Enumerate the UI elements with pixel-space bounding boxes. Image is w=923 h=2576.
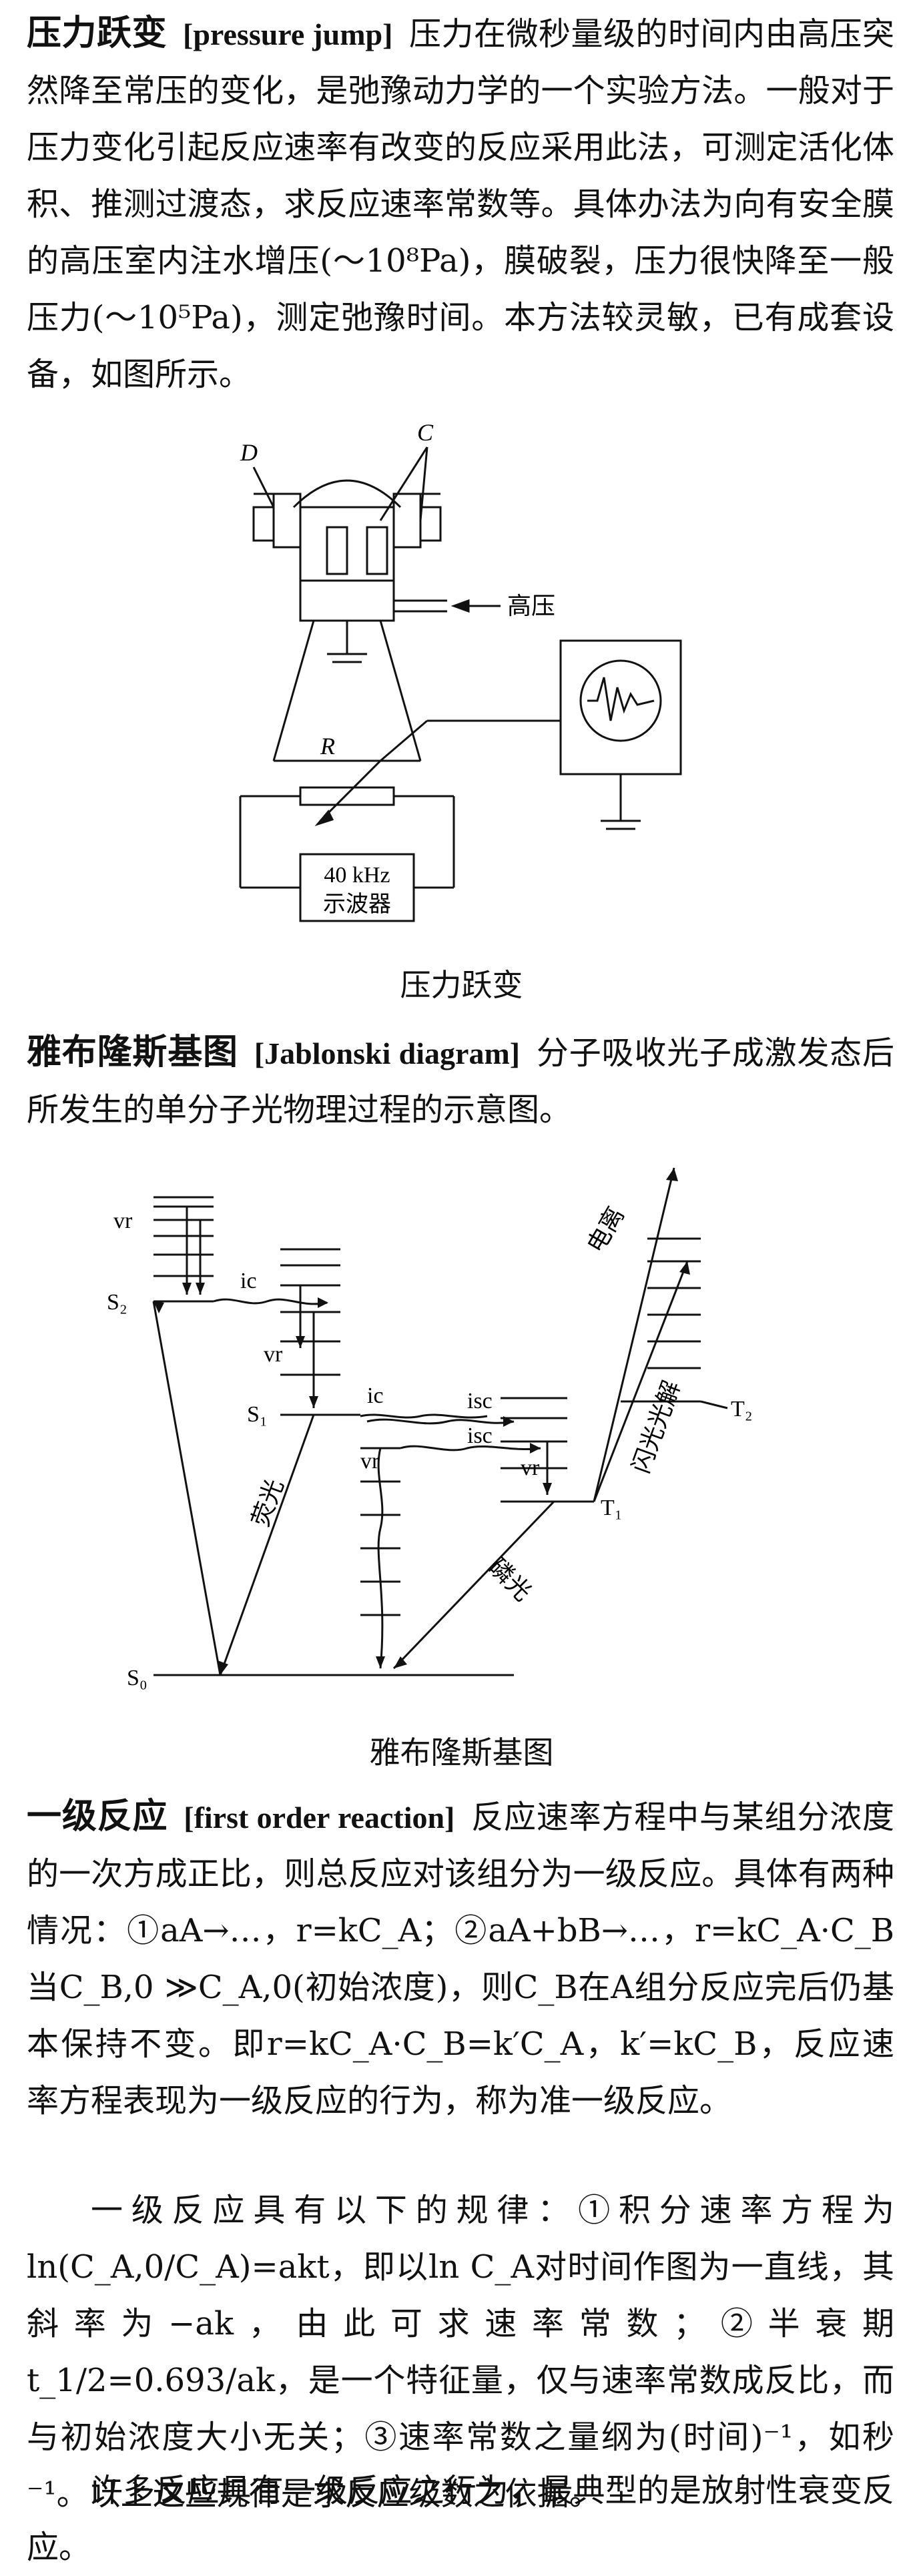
label-s2: S₂ — [107, 1290, 127, 1315]
entry-pressure-jump: 压力跃变 [pressure jump]压力在微秒量级的时间内由高压突然降至常压的… — [27, 5, 894, 403]
entry-english-term: [first order reaction] — [184, 1801, 455, 1835]
label-c: C — [417, 419, 434, 446]
entry-term: 压力跃变 — [27, 13, 168, 53]
entry-text: 压力在微秒量级的时间内由高压突然降至常压的变化，是弛豫动力学的一个实验方法。一般… — [27, 15, 894, 393]
entry-jablonski: 雅布隆斯基图 [Jablonski diagram]分子吸收光子成激发态后所发生的… — [27, 1024, 894, 1139]
entry-paragraph: 许多反应具有一级反应之行为，最典型的是放射性衰变反应。 — [27, 2472, 894, 2566]
label-s0: S₀ — [127, 1666, 147, 1690]
label-s1: S₁ — [247, 1402, 268, 1427]
label-t2: T₂ — [731, 1397, 753, 1421]
label-vr-3: vr — [360, 1449, 380, 1474]
entry-english-term: [Jablonski diagram] — [254, 1036, 521, 1070]
label-osc-line2: 示波器 — [323, 892, 391, 917]
entry-paragraph: 一级反应具有以下的规律：①积分速率方程为ln(C_A,0/C_A)=akt，即以… — [27, 2192, 894, 2513]
figure-caption-jablonski: 雅布隆斯基图 — [369, 1734, 554, 1770]
pressure-jump-figure: D C 高压 R 40 kHz 示波器 — [239, 419, 682, 922]
entry-text: 分子吸收光子成激发态后所发生的单分子光物理过程的示意图。 — [27, 1034, 894, 1129]
entry-first-order: 一级反应 [first order reaction]反应速率方程中与某组分浓度的… — [27, 1789, 894, 2130]
label-osc-line1: 40 kHz — [324, 863, 390, 888]
label-high-pressure: 高压 — [507, 593, 555, 619]
figure-caption-pressure-jump: 压力跃变 — [400, 967, 523, 1003]
label-vr-2: vr — [264, 1342, 283, 1367]
label-vr-1: vr — [113, 1209, 133, 1233]
label-ionization: 电离 — [582, 1203, 629, 1257]
entry-text: 反应速率方程中与某组分浓度的一次方成正比，则总反应对该组分为一级反应。具体有两种… — [27, 1799, 894, 2120]
label-phosphorescence: 磷光 — [483, 1553, 536, 1606]
entry-term: 雅布隆斯基图 — [27, 1032, 238, 1072]
label-ic-2: ic — [367, 1383, 384, 1408]
label-d: D — [240, 439, 258, 466]
label-ic-1: ic — [240, 1269, 257, 1293]
label-t1: T₁ — [601, 1496, 623, 1520]
jablonski-figure: vr S₂ ic vr S₁ ic isc isc vr vr T₁ T₂ S₀… — [107, 1167, 753, 1690]
entry-english-term: [pressure jump] — [183, 17, 393, 51]
label-isc-1: isc — [467, 1389, 493, 1413]
entry-term: 一级反应 — [27, 1797, 168, 1837]
label-vr-4: vr — [521, 1456, 540, 1480]
label-r: R — [320, 733, 335, 759]
label-isc-2: isc — [467, 1423, 493, 1448]
